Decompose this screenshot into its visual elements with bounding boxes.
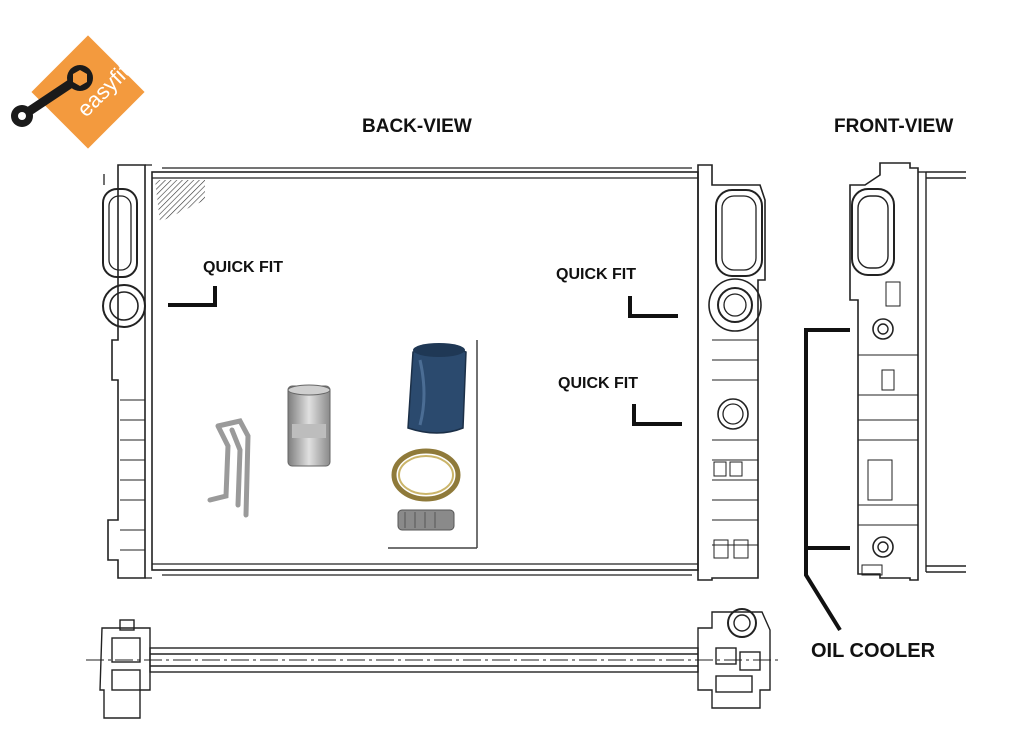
retaining-clip bbox=[207, 418, 251, 518]
quick-fit-label-left: QUICK FIT bbox=[203, 259, 283, 276]
leader-lines bbox=[168, 286, 850, 632]
rubber-hose bbox=[407, 343, 467, 434]
hose-clamp bbox=[391, 448, 461, 531]
quick-fit-label-right-bottom: QUICK FIT bbox=[558, 375, 638, 392]
accessory-parts bbox=[207, 340, 478, 549]
bottom-view-radiator bbox=[86, 608, 780, 719]
easyfit-logo bbox=[11, 35, 145, 149]
front-view-radiator bbox=[849, 162, 966, 581]
back-view-radiator bbox=[102, 164, 766, 581]
front-view-title: FRONT-VIEW bbox=[834, 116, 954, 137]
oil-cooler-label: OIL COOLER bbox=[811, 640, 936, 662]
back-view-title: BACK-VIEW bbox=[362, 116, 472, 137]
quick-fit-label-right-top: QUICK FIT bbox=[556, 266, 636, 283]
wrench-icon bbox=[11, 65, 93, 127]
spacer-sleeve bbox=[287, 384, 331, 467]
